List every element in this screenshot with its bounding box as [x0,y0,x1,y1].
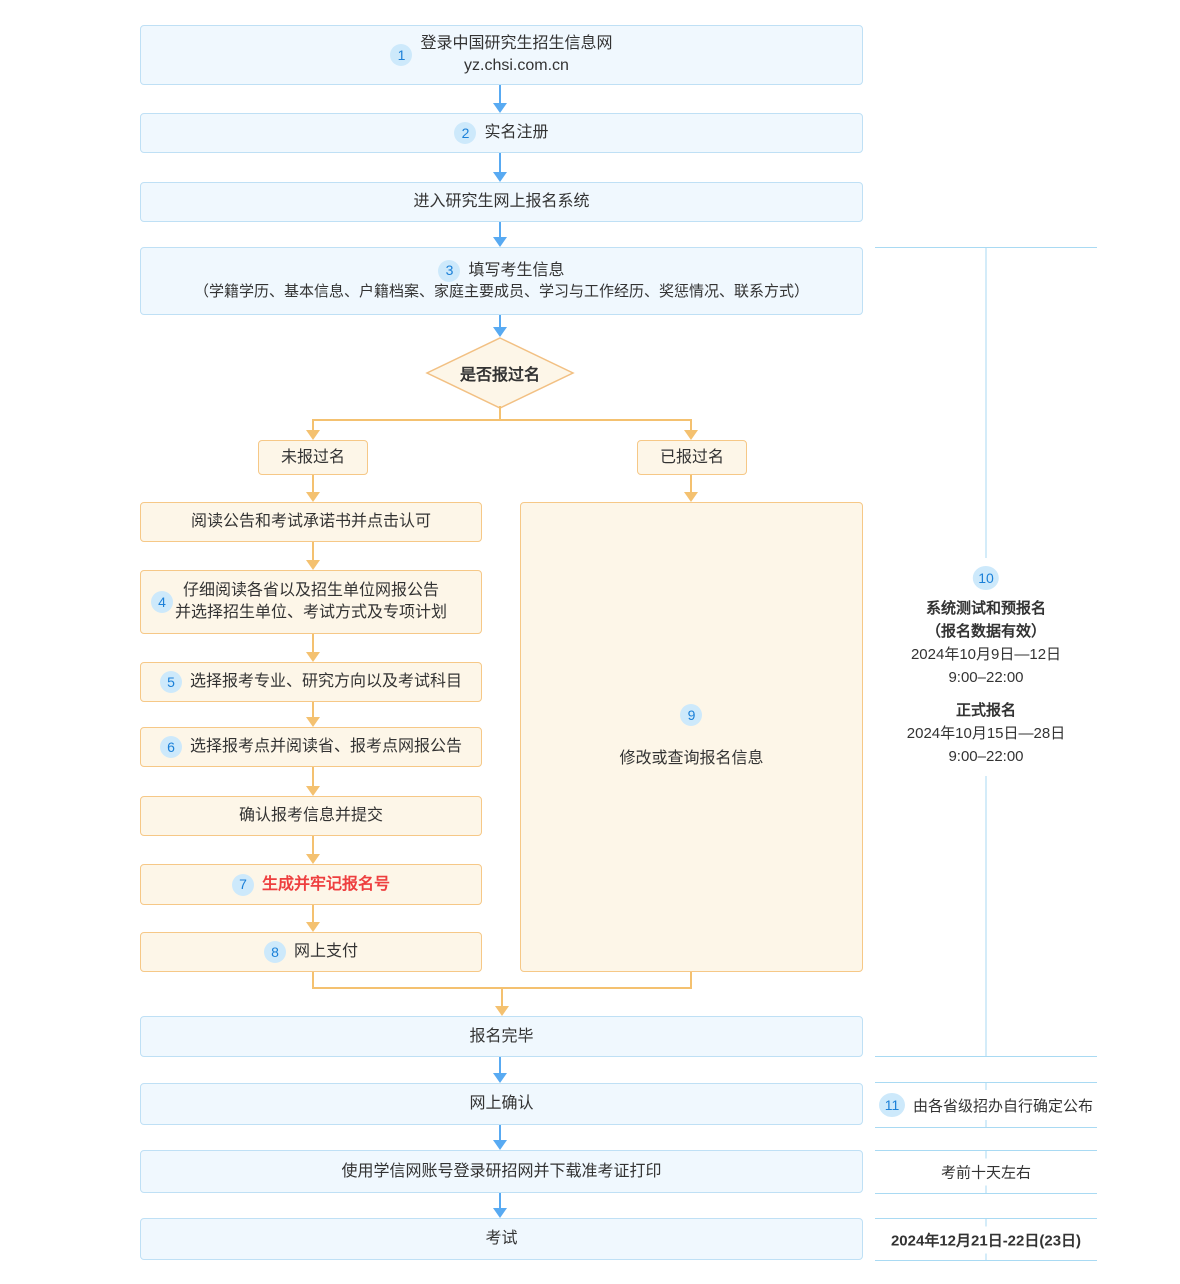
step-confirm-submit-label: 确认报考信息并提交 [238,807,383,825]
step-badge-5: 5 [159,671,182,693]
step-enter-system-box: 进入研究生网上报名系统 [140,182,863,222]
step-pay-online-box: 8 网上支付 [140,932,482,972]
timeline-confirm-text: 11 由各省级招办自行确定公布 [870,1090,1102,1120]
step-online-confirm-label: 网上确认 [469,1095,534,1113]
arrow-login-to-register [493,85,507,113]
step-badge-8: 8 [263,941,286,963]
arrow-left-3 [306,702,320,727]
step-badge-10: 10 [973,566,999,590]
step-choose-major-label: 选择报考专业、研究方向以及考试科目 [189,673,462,691]
arrow-branch-yes [684,419,698,440]
decision-diamond: 是否报过名 [425,337,575,409]
step-enter-system-label: 进入研究生网上报名系统 [413,193,590,211]
arrow-left-1 [306,542,320,570]
formal-registration-title: 正式报名 [955,702,1016,719]
step-fill-info-titlerow: 3 填写考生信息 [438,259,565,282]
step-badge-1: 1 [390,44,413,66]
step-exam-box: 考试 [140,1218,863,1260]
pre-registration-time: 9:00–22:00 [948,669,1024,686]
label-registered: 已报过名 [637,440,747,475]
step-badge-11: 11 [878,1093,905,1117]
arrow-register-to-enter [493,153,507,182]
step-choose-unit-text: 仔细阅读各省以及招生单位网报公告 并选择招生单位、考试方式及专项计划 [175,580,447,623]
step-fill-info-content: 3 填写考生信息 （学籍学历、基本信息、户籍档案、家庭主要成员、学习与工作经历、… [193,259,809,302]
step-register-box: 2 实名注册 [140,113,863,153]
step-modify-query-box: 9 修改或查询报名信息 [520,502,863,972]
arrow-confirm-to-ticket [493,1125,507,1150]
step-done-label: 报名完毕 [469,1027,534,1045]
step-fill-info-detail: （学籍学历、基本信息、户籍档案、家庭主要成员、学习与工作经历、奖惩情况、联系方式… [193,282,809,300]
label-not-registered-text: 未报过名 [280,448,345,466]
step-online-confirm-box: 网上确认 [140,1083,863,1125]
timeline-confirm-bracket: 11 由各省级招办自行确定公布 [870,1082,1102,1128]
step-modify-query-content: 9 修改或查询报名信息 [619,704,764,770]
pre-registration-title: 系统测试和预报名 [925,600,1046,617]
timeline-registration-schedule: 10 系统测试和预报名 （报名数据有效） 2024年10月9日—12日 9:00… [900,558,1072,776]
arrow-no-to-read [306,475,320,502]
step-badge-3: 3 [438,259,461,282]
decision-label: 是否报过名 [459,367,540,384]
timeline-registration-bracket: 10 系统测试和预报名 （报名数据有效） 2024年10月9日—12日 9:00… [875,247,1097,1057]
step-choose-major-box: 5 选择报考专业、研究方向以及考试科目 [140,662,482,702]
timeline-exam-label: 2024年12月21日-22日(23日) [890,1232,1082,1249]
timeline-exam-bracket: 2024年12月21日-22日(23日) [875,1218,1097,1261]
pre-registration-date: 2024年10月9日—12日 [910,646,1062,663]
label-not-registered: 未报过名 [258,440,368,475]
formal-registration-time: 9:00–22:00 [948,748,1024,765]
arrow-left-5 [306,836,320,864]
step-login-text: 登录中国研究生招生信息网 yz.chsi.com.cn [420,33,612,76]
step-register-label: 实名注册 [484,124,549,142]
step-download-ticket-label: 使用学信网账号登录研招网并下载准考证打印 [341,1162,662,1180]
step-choose-site-box: 6 选择报考点并阅读省、报考点网报公告 [140,727,482,767]
step-login-url: yz.chsi.com.cn [464,57,569,74]
timeline-exam-text: 2024年12月21日-22日(23日) [882,1226,1090,1253]
arrow-yes-to-modify [684,475,698,502]
step-done-box: 报名完毕 [140,1016,863,1057]
merge-stem-left [312,972,314,989]
arrow-left-6 [306,905,320,932]
step-exam-label: 考试 [485,1230,518,1248]
step-login-line1: 登录中国研究生招生信息网 [420,35,613,53]
decision-stem [499,406,501,420]
arrow-enter-to-fill [493,222,507,247]
step-pay-online-label: 网上支付 [293,943,358,961]
step-read-notice-label: 阅读公告和考试承诺书并点击认可 [190,513,431,531]
step-badge-6: 6 [159,736,182,758]
arrow-done-to-confirm [493,1057,507,1083]
step-choose-site-label: 选择报考点并阅读省、报考点网报公告 [189,738,462,756]
step-badge-2: 2 [454,122,477,144]
step-remember-number-box: 7 生成并牢记报名号 [140,864,482,905]
timeline-ticket-text: 考前十天左右 [932,1158,1040,1186]
timeline-ticket-label: 考前十天左右 [940,1164,1032,1182]
formal-registration-date: 2024年10月15日—28日 [906,725,1066,742]
arrow-fill-to-decision [493,315,507,337]
merge-stem-right [690,972,692,989]
step-choose-unit-line1: 仔细阅读各省以及招生单位网报公告 [182,582,439,600]
step-choose-unit-box: 4 仔细阅读各省以及招生单位网报公告 并选择招生单位、考试方式及专项计划 [140,570,482,634]
step-remember-number-label: 生成并牢记报名号 [261,875,390,893]
step-choose-unit-line2: 并选择招生单位、考试方式及专项计划 [174,604,447,621]
arrow-branch-no [306,419,320,440]
arrow-ticket-to-exam [493,1193,507,1218]
pre-registration-note: （报名数据有效） [925,623,1046,640]
step-read-notice-box: 阅读公告和考试承诺书并点击认可 [140,502,482,542]
branch-hline [312,419,692,421]
step-fill-info-title: 填写考生信息 [468,262,565,280]
timeline-confirm-label: 由各省级招办自行确定公布 [912,1097,1094,1115]
arrow-left-2 [306,634,320,662]
label-registered-text: 已报过名 [659,448,724,466]
step-badge-4: 4 [151,591,173,613]
step-badge-7: 7 [231,873,254,896]
arrow-merge-to-done [495,987,509,1016]
step-confirm-submit-box: 确认报考信息并提交 [140,796,482,836]
step-badge-9: 9 [680,704,703,727]
step-fill-info-box: 3 填写考生信息 （学籍学历、基本信息、户籍档案、家庭主要成员、学习与工作经历、… [140,247,863,315]
arrow-left-4 [306,767,320,796]
step-login-box: 1 登录中国研究生招生信息网 yz.chsi.com.cn [140,25,863,85]
step-modify-query-label: 修改或查询报名信息 [619,750,764,768]
timeline-ticket-bracket: 考前十天左右 [875,1150,1097,1194]
step-download-ticket-box: 使用学信网账号登录研招网并下载准考证打印 [140,1150,863,1193]
